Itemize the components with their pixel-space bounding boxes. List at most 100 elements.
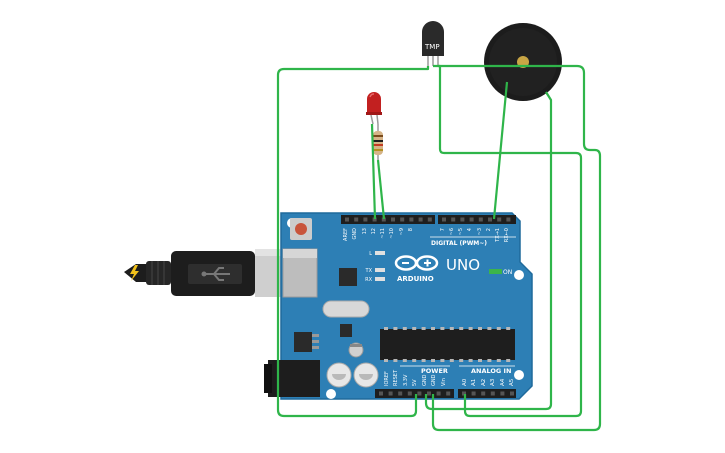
header-pin-hole[interactable] [500,391,505,396]
indicator-led-label: RX [365,277,372,283]
sensor-label: TMP [424,43,440,51]
header-pin-hole[interactable] [469,217,474,222]
arduino-logo [394,255,439,271]
header-pin-hole[interactable] [460,217,465,222]
header-pin-hole[interactable] [451,217,456,222]
header-pin-hole[interactable] [418,217,423,222]
header-pin-hole[interactable] [497,217,502,222]
board-brand: ARDUINO [397,275,434,283]
header-pin-hole[interactable] [345,217,349,222]
header-pin-hole[interactable] [506,217,511,222]
header-pin-hole[interactable] [471,391,476,396]
on-led [489,269,502,274]
wires[interactable] [276,64,602,432]
board-model: UNO [446,256,480,274]
digital-pin-label: ~9 [399,228,405,235]
header-pin-hole[interactable] [400,217,405,222]
power-header [375,389,454,398]
header-pin-hole[interactable] [481,391,486,396]
digital-pin-label: 12 [371,228,377,234]
wire-sensor-vcc[interactable] [431,64,602,432]
wire-buzzer-gnd[interactable] [424,91,553,411]
digital-pin-label: RX←0 [504,228,510,242]
digital-pin-label: 2 [486,228,492,231]
header-pin-hole[interactable] [417,391,422,396]
header-pin-hole[interactable] [372,217,377,222]
header-pin-hole[interactable] [442,217,446,222]
header-pin-hole[interactable] [398,391,403,396]
header-pin-hole[interactable] [391,217,395,222]
on-label: ON [503,269,512,276]
power-pin-label: GND [422,374,428,386]
reset-button-cap[interactable] [295,223,307,235]
digital-pin-label: TX→1 [495,228,501,243]
digital-pin-label: ~10 [389,228,395,239]
digital-pin-label: ~11 [380,228,386,239]
usb-symbol-icon [204,267,230,281]
analog-pin-label: A3 [490,378,496,386]
digital-pin-label: AREF [343,228,349,241]
power-pin-label: IOREF [384,371,390,386]
wire-sensor-gnd[interactable] [276,66,430,418]
header-pin-hole[interactable] [488,217,492,222]
power-pin-label: 3.3V [403,374,409,386]
header-pin-hole[interactable] [381,217,386,222]
power-pin-label: 5V [412,379,418,386]
power-pin-label: Vin [441,378,447,386]
header-pin-hole[interactable] [407,391,412,396]
header-pin-hole[interactable] [490,391,495,396]
analog-pin-label: A5 [509,378,515,386]
header-pin-hole[interactable] [478,217,483,222]
temperature-sensor[interactable]: TMP [422,21,444,66]
voltage-regulator [294,332,312,352]
power-label: POWER [421,367,448,375]
header-pin-hole[interactable] [427,391,431,396]
analog-pin-label: A1 [471,379,477,386]
red-led[interactable] [366,92,382,125]
wire-resistor-pin13[interactable] [376,159,386,220]
wire-led-anode[interactable] [370,123,377,220]
indicator-led [375,268,385,272]
header-pin-hole[interactable] [446,391,451,396]
crystal-oscillator [322,300,370,318]
indicator-led-label: L [369,251,372,257]
header-pin-hole[interactable] [409,217,414,222]
analog-pin-label: A0 [462,378,468,386]
header-pin-hole[interactable] [427,217,432,222]
digital-header-label: DIGITAL (PWM~) [431,240,487,247]
small-chip [340,324,352,337]
header-pin-hole[interactable] [462,391,466,396]
digital-pin-label: ~3 [477,228,483,235]
header-pin-hole[interactable] [354,217,359,222]
header-pin-hole[interactable] [510,391,514,396]
digital-pin-label: ~6 [449,228,455,235]
analog-header [458,389,516,398]
indicator-led [375,251,385,255]
usb-cable [124,249,292,297]
lightning-icon [130,265,139,281]
digital-pin-label: 13 [362,228,368,234]
power-pin-label: RESET [393,369,399,386]
digital-pin-label: ~5 [458,228,464,235]
indicator-led [375,277,385,281]
atmega-chip [380,327,515,362]
mount-hole [514,270,524,280]
wire-buzzer-pin2[interactable] [492,81,509,220]
wire-sensor-out[interactable] [433,64,583,418]
piezo-buzzer[interactable] [484,23,562,101]
indicator-led-label: TX [365,268,373,274]
header-pin-hole[interactable] [388,391,393,396]
analog-label: ANALOG IN [471,367,511,375]
mount-hole [326,389,336,399]
board-indicator-leds: L TX RX [365,251,385,283]
digital-pin-label: 4 [467,228,473,231]
resistor[interactable] [373,124,383,160]
mount-hole [514,370,524,380]
digital-pin-label: 8 [408,228,414,231]
header-pin-hole[interactable] [436,391,441,396]
header-pin-hole[interactable] [379,391,383,396]
header-pin-hole[interactable] [363,217,368,222]
analog-pin-label: A2 [481,379,487,386]
